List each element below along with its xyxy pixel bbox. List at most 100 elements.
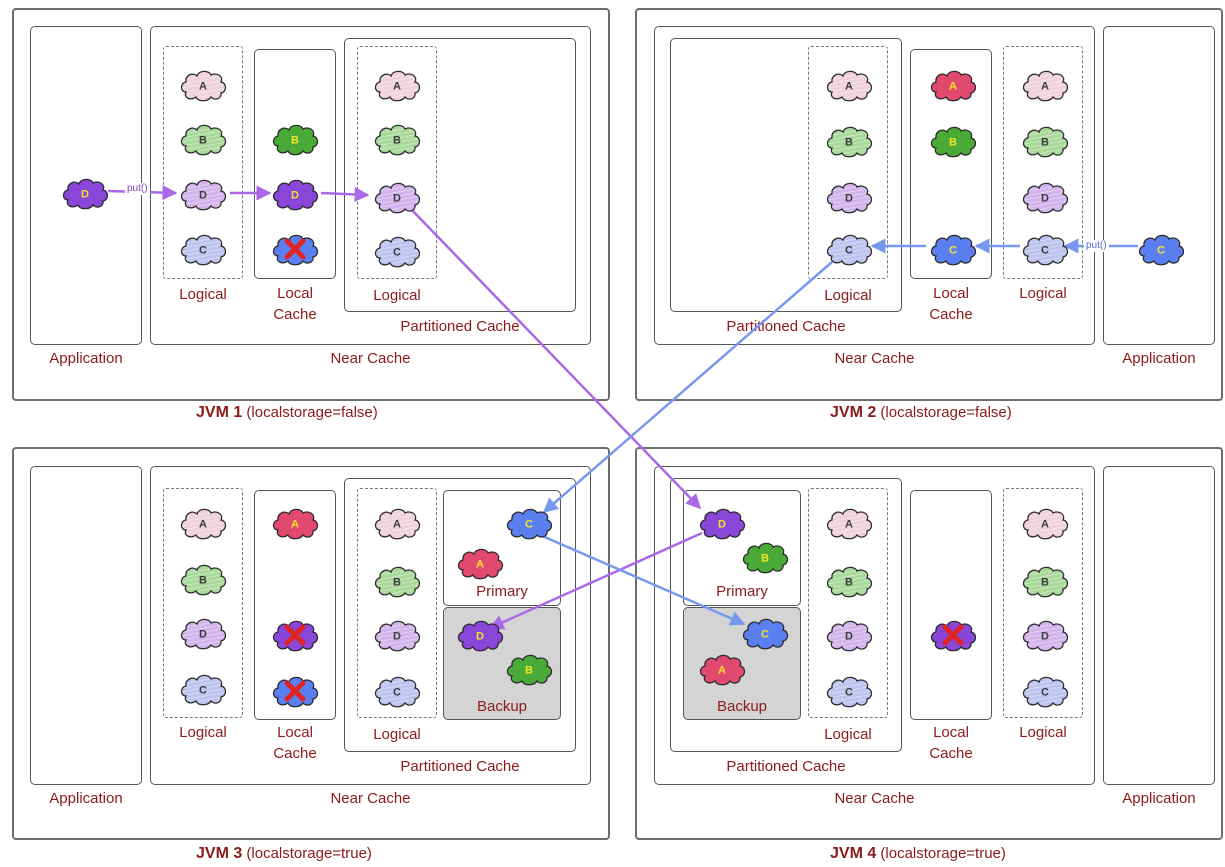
cloud-logical-b-jvm1-partition: B: [372, 122, 422, 156]
cloud-letter: D: [393, 193, 401, 205]
jvm-2-local-cache-label: Local Cache: [929, 285, 973, 323]
cloud-shape: [374, 676, 421, 708]
jvm-4-local-cache-label: Local Cache: [929, 724, 973, 762]
jvm-3-partition-logical-label: Logical: [373, 726, 421, 743]
cloud-letter: B: [199, 135, 207, 147]
cloud-letter: C: [1041, 687, 1049, 699]
cloud-shape: [272, 508, 319, 540]
cloud-shape: [506, 654, 553, 686]
cloud-letter: B: [525, 665, 533, 677]
cloud-logical-d-jvm4-near: D: [1020, 618, 1070, 652]
jvm-2-application-label: Application: [1122, 350, 1196, 367]
cloud-letter: C: [393, 687, 401, 699]
cloud-shape: [699, 508, 746, 540]
cloud-logical-c-jvm2-near: C: [1020, 232, 1070, 266]
cloud-letter: B: [1041, 137, 1049, 149]
jvm-2-caption: JVM 2 (localstorage=false): [830, 404, 1012, 422]
cloud-letter: C: [199, 685, 207, 697]
cloud-letter: A: [199, 81, 207, 93]
cloud-shape: [1022, 676, 1069, 708]
cloud-shape: [930, 234, 977, 266]
cloud-letter: D: [199, 629, 207, 641]
cloud-shape: [1022, 182, 1069, 214]
cloud-letter: B: [845, 137, 853, 149]
cloud-primary-c-jvm3: C: [504, 506, 554, 540]
jvm-4-application-label: Application: [1122, 790, 1196, 807]
cloud-shape: [930, 70, 977, 102]
cloud-shape: [180, 618, 227, 650]
cloud-local-c-jvm2: C: [928, 232, 978, 266]
cloud-letter: A: [845, 81, 853, 93]
cloud-letter: C: [1041, 245, 1049, 257]
cloud-logical-c-jvm3-partition: C: [372, 674, 422, 708]
invalidated-cross-icon: [942, 624, 964, 646]
cloud-letter: B: [291, 135, 299, 147]
jvm-1-caption: JVM 1 (localstorage=false): [196, 404, 378, 422]
cloud-backup-d-jvm3: D: [455, 618, 505, 652]
cloud-shape: [1022, 70, 1069, 102]
cloud-primary-b-jvm4: B: [740, 540, 790, 574]
cloud-letter: A: [949, 81, 957, 93]
jvm-4-caption: JVM 4 (localstorage=true): [830, 845, 1006, 863]
cloud-letter: C: [845, 687, 853, 699]
cloud-logical-d-jvm1-partition: D: [372, 180, 422, 214]
cloud-shape: [374, 70, 421, 102]
cloud-logical-a-jvm3-near: A: [178, 506, 228, 540]
jvm-3-application-label: Application: [49, 790, 123, 807]
cloud-shape: [180, 70, 227, 102]
cloud-backup-b-jvm3: B: [504, 652, 554, 686]
cloud-letter: D: [845, 193, 853, 205]
jvm-2-config: (localstorage=false): [880, 404, 1012, 421]
cloud-letter: A: [718, 665, 726, 677]
cloud-letter: D: [1041, 631, 1049, 643]
cloud-shape: [180, 508, 227, 540]
cloud-local-invalid-d-jvm3: [270, 618, 320, 652]
jvm-4-partition-logical-label: Logical: [824, 726, 872, 743]
cloud-logical-b-jvm3-partition: B: [372, 564, 422, 598]
cloud-local-a-jvm2: A: [928, 68, 978, 102]
cloud-app-d-jvm1: D: [60, 176, 110, 210]
cloud-shape: [180, 234, 227, 266]
cloud-shape: [1022, 508, 1069, 540]
cloud-shape: [826, 182, 873, 214]
cloud-letter: A: [845, 519, 853, 531]
jvm-4-near-logical-label: Logical: [1019, 724, 1067, 741]
cloud-shape: [742, 542, 789, 574]
cloud-logical-c-jvm3-near: C: [178, 672, 228, 706]
cloud-letter: A: [199, 519, 207, 531]
cloud-letter: D: [81, 189, 89, 201]
cloud-letter: B: [393, 577, 401, 589]
cloud-letter: D: [845, 631, 853, 643]
put-label-jvm-2: put(): [1084, 240, 1109, 252]
cloud-logical-a-jvm1-near: A: [178, 68, 228, 102]
cloud-local-invalid-c-jvm3: [270, 674, 320, 708]
jvm-4-config: (localstorage=true): [880, 845, 1006, 862]
cloud-logical-d-jvm2-partition: D: [824, 180, 874, 214]
cloud-shape: [1138, 234, 1185, 266]
cloud-letter: C: [393, 247, 401, 259]
put-label-jvm-1: put(): [125, 183, 150, 195]
jvm-2-near-cache-label: Near Cache: [834, 350, 915, 367]
cloud-shape: [457, 548, 504, 580]
cloud-letter: D: [291, 190, 299, 202]
jvm-2-application-box: [1103, 26, 1215, 345]
cloud-letter: C: [845, 245, 853, 257]
cloud-shape: [374, 236, 421, 268]
jvm-4-primary-label: Primary: [716, 583, 768, 600]
cloud-letter: A: [476, 559, 484, 571]
cloud-letter: C: [525, 519, 533, 531]
cloud-letter: B: [949, 137, 957, 149]
jvm-4-local-cache-box: [910, 490, 992, 720]
cloud-shape: [826, 620, 873, 652]
cloud-letter: D: [199, 190, 207, 202]
jvm-3-application-box: [30, 466, 142, 785]
cloud-app-c-jvm2: C: [1136, 232, 1186, 266]
cloud-letter: C: [949, 245, 957, 257]
jvm-2-name: JVM 2: [830, 404, 877, 421]
cloud-letter: C: [761, 629, 769, 641]
cloud-logical-a-jvm4-near: A: [1020, 506, 1070, 540]
cloud-logical-b-jvm2-partition: B: [824, 124, 874, 158]
cloud-local-d-jvm1: D: [270, 177, 320, 211]
cloud-shape: [742, 618, 789, 650]
invalidated-cross-icon: [284, 238, 306, 260]
